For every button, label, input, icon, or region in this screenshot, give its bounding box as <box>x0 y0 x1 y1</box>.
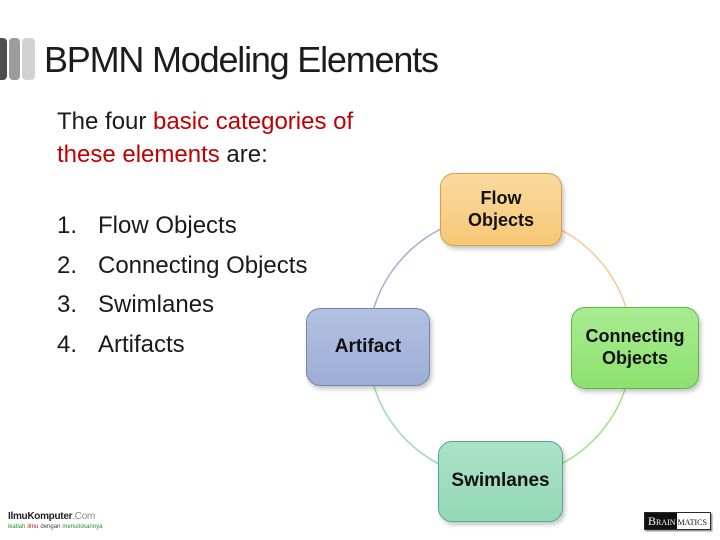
diagram-node-label: Flow Objects <box>467 187 535 230</box>
diagram-node-flow-objects: Flow Objects <box>440 173 562 246</box>
category-list: 1. Flow Objects 2. Connecting Objects 3.… <box>57 212 307 370</box>
list-item-number: 2. <box>57 251 78 279</box>
intro-text-black-2: are: <box>219 141 268 168</box>
ilmukomputer-logo-name: IlmuKomputer.Com <box>8 512 104 522</box>
list-item-label: Connecting Objects <box>98 251 308 279</box>
intro-text-black-1: The four <box>57 108 154 135</box>
ilmukomputer-logo-suffix: .Com <box>72 511 95 522</box>
ilmukomputer-logo-main: IlmuKomputer <box>8 511 73 522</box>
list-item: 2. Connecting Objects <box>57 252 307 292</box>
list-item-label: Artifacts <box>98 330 185 358</box>
list-item-number: 1. <box>57 212 78 239</box>
list-item: 3. Swimlanes <box>57 291 307 331</box>
title-accent-bar-dark <box>0 38 7 80</box>
brainmatics-logo: Brain matics <box>644 512 711 530</box>
tagline-word: menuliskannya <box>62 524 103 530</box>
tagline-word: ikatlah <box>8 524 26 530</box>
list-item-label: Swimlanes <box>98 291 215 318</box>
brainmatics-logo-part1: Brain <box>645 513 677 529</box>
diagram-node-connecting-objects: Connecting Objects <box>571 307 699 389</box>
intro-text: The four basic categories of these elemen… <box>57 105 353 171</box>
brainmatics-logo-part2: matics <box>677 514 707 528</box>
list-item: 4. Artifacts <box>57 331 307 371</box>
intro-text-red-1: basic categories of <box>153 108 354 135</box>
diagram-node-artifact: Artifact <box>306 308 430 386</box>
intro-text-red-2: these elements <box>57 141 220 168</box>
list-item-number: 3. <box>57 291 78 318</box>
diagram-node-swimlanes: Swimlanes <box>438 441 563 522</box>
list-item: 1. Flow Objects <box>57 212 307 252</box>
slide-title: BPMN Modeling Elements <box>44 39 439 80</box>
tagline-word: ilmu <box>27 524 39 530</box>
diagram-node-label: Connecting Objects <box>585 326 685 368</box>
list-item-number: 4. <box>57 330 78 358</box>
diagram-node-label: Swimlanes <box>451 470 550 492</box>
title-accent-bar-light <box>22 38 35 80</box>
title-accent-bar-medium <box>9 38 20 80</box>
diagram-node-label: Artifact <box>334 335 402 357</box>
list-item-label: Flow Objects <box>98 212 237 239</box>
tagline-word: dengan <box>40 524 61 530</box>
